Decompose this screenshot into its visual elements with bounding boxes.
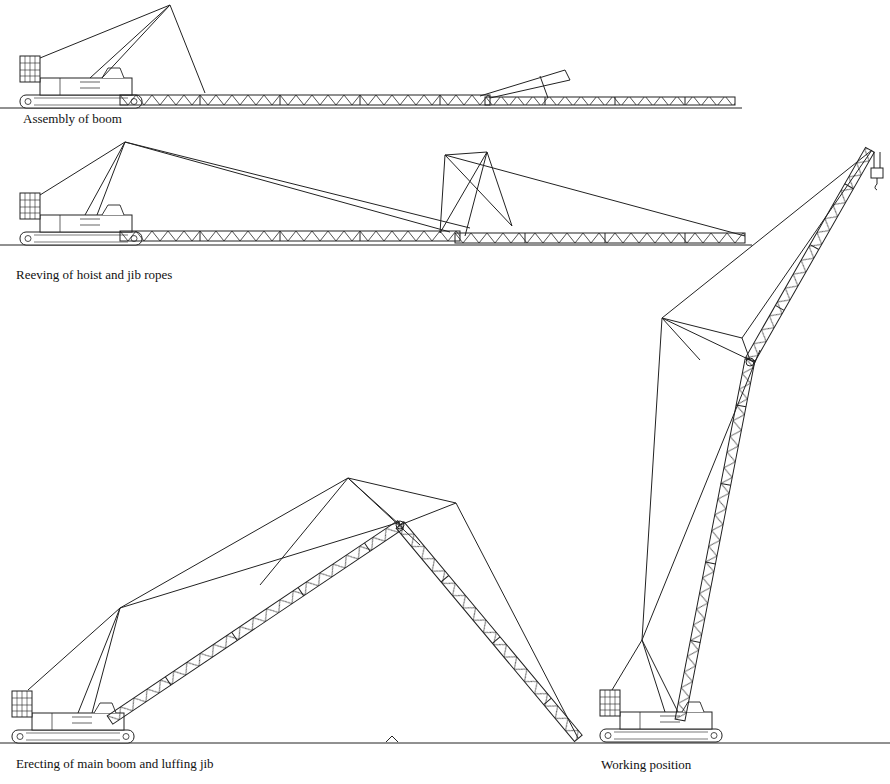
stage-caption: Erecting of main boom and luffing jib — [15, 756, 215, 772]
stage-caption: Working position — [600, 757, 692, 773]
stage-caption: Reeving of hoist and jib ropes — [15, 267, 173, 283]
stage-caption: Assembly of boom — [22, 111, 123, 127]
